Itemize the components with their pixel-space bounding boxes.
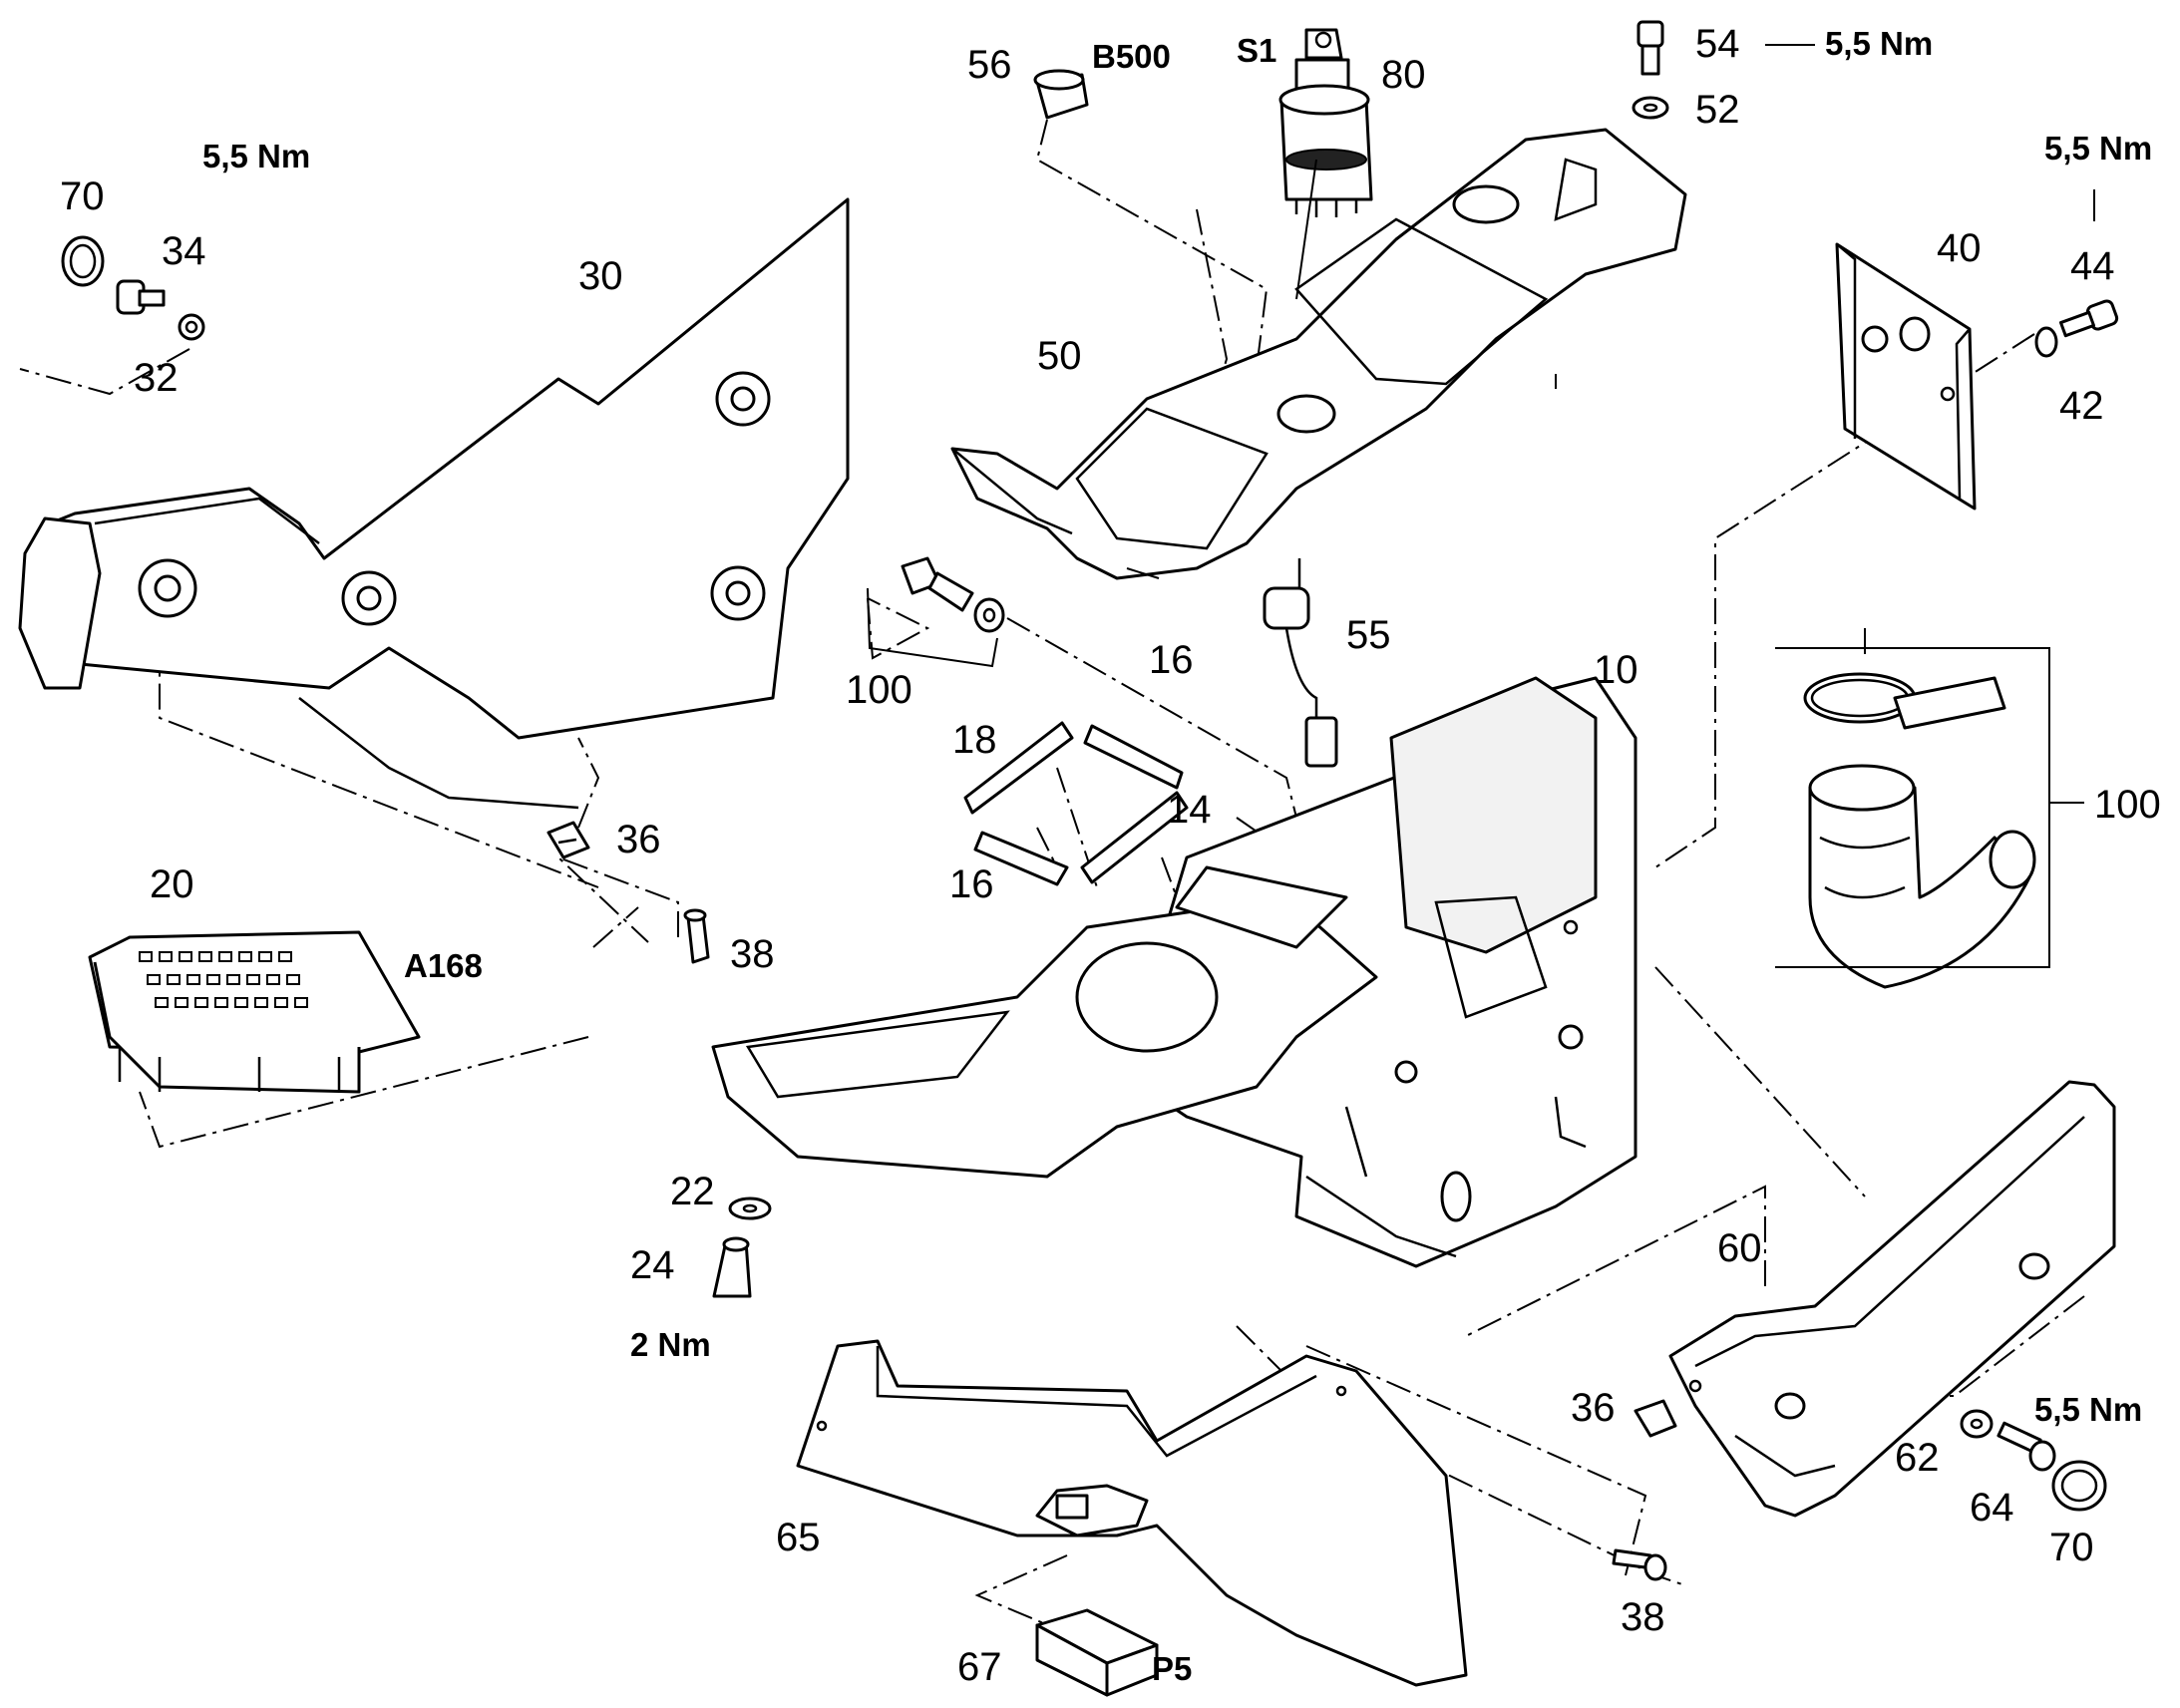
part-30-left-panel (18, 197, 850, 810)
label-24: 24 (630, 1243, 675, 1287)
part-20-keypad (88, 930, 421, 1094)
leader-lines (1126, 44, 2095, 968)
part-100-bolt (867, 556, 1005, 668)
washer-32 (178, 313, 205, 341)
label-70-left: 70 (60, 174, 105, 218)
label-B500: B500 (1092, 38, 1171, 75)
label-38-left: 38 (730, 932, 775, 976)
label-100-bolt: 100 (846, 668, 912, 712)
label-67: 67 (957, 1645, 1002, 1689)
label-18: 18 (952, 718, 997, 762)
label-80: 80 (1381, 53, 1426, 97)
part-65-lower-cover (796, 1339, 1468, 1687)
screw-54 (1636, 20, 1664, 48)
clip-36-right (1634, 1399, 1677, 1438)
label-60: 60 (1717, 1226, 1762, 1270)
screw-38-left (683, 908, 710, 964)
part-40-bracket (1835, 242, 1977, 511)
screw-38-right (1612, 1548, 1667, 1581)
label-36-left: 36 (616, 818, 661, 861)
label-torque-54: 5,5 Nm (1825, 25, 1933, 62)
washer-52 (1632, 96, 1669, 120)
cap-70-right (2051, 1460, 2107, 1512)
label-100-hose: 100 (2094, 783, 2161, 827)
clip-36-left (546, 821, 590, 859)
label-54: 54 (1695, 22, 1740, 66)
part-100-hose-clamp (1803, 672, 2036, 989)
label-42: 42 (2059, 384, 2104, 428)
part-50-top-console (950, 128, 1687, 580)
assembly-lines (19, 119, 2085, 1636)
label-torque-24: 2 Nm (630, 1326, 711, 1363)
left-hardware (61, 235, 205, 341)
part-54-52-screw-washer (1632, 20, 1669, 120)
label-16-bottom: 16 (949, 862, 994, 906)
label-20: 20 (150, 862, 194, 906)
label-torque-34: 5,5 Nm (202, 138, 310, 174)
part-60-right-panel (1668, 1080, 2116, 1518)
label-64: 64 (1970, 1486, 2014, 1530)
label-62: 62 (1895, 1436, 1940, 1480)
washer-62 (1960, 1409, 1994, 1439)
right-hardware (1960, 1409, 2107, 1512)
label-52: 52 (1695, 88, 1740, 132)
label-38-right: 38 (1621, 1595, 1665, 1639)
label-50: 50 (1037, 334, 1082, 378)
label-65: 65 (776, 1516, 821, 1559)
cap-70-left (61, 235, 105, 287)
pads-14-16-18 (963, 721, 1189, 886)
label-P5: P5 (1152, 1650, 1192, 1687)
label-40: 40 (1937, 226, 1982, 270)
label-torque-64: 5,5 Nm (2034, 1391, 2142, 1428)
label-44: 44 (2070, 244, 2115, 288)
callout-labels: 70 5,5 Nm 34 32 30 56 B500 S1 80 54 5,5 … (60, 22, 2161, 1689)
washer-42 (2034, 326, 2058, 358)
label-32: 32 (134, 356, 179, 400)
label-S1: S1 (1237, 32, 1276, 69)
label-14: 14 (1167, 788, 1212, 832)
part-55-sensor (1263, 558, 1338, 768)
part-80-key-switch (1278, 28, 1373, 217)
part-44-42-hardware (2034, 299, 2119, 358)
label-34: 34 (162, 229, 206, 273)
part-56-knob (1033, 69, 1089, 120)
label-55: 55 (1346, 613, 1391, 657)
label-36-right: 36 (1571, 1386, 1616, 1430)
label-16-top: 16 (1149, 638, 1194, 682)
label-torque-44: 5,5 Nm (2044, 130, 2152, 167)
part-10-main-frame (711, 676, 1637, 1268)
label-A168: A168 (404, 947, 483, 984)
part-67-box-p5 (1035, 1608, 1159, 1697)
label-70-right: 70 (2049, 1526, 2094, 1569)
washer-22-screw-24 (712, 1196, 772, 1298)
label-30: 30 (578, 254, 623, 298)
label-10: 10 (1594, 648, 1638, 692)
label-56: 56 (967, 43, 1012, 87)
label-22: 22 (670, 1170, 715, 1213)
